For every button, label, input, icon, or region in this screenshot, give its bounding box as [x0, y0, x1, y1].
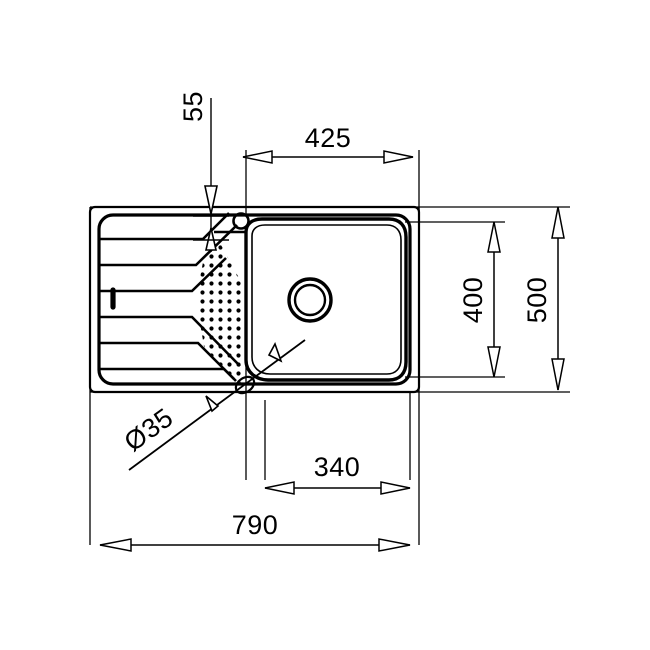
sink-outer-rim [88, 205, 421, 394]
dimension-790 [99, 538, 411, 552]
drain-hole-marker [234, 375, 256, 395]
dimension-label-790: 790 [232, 510, 279, 540]
dimension-label-55: 55 [178, 91, 208, 122]
drain-outlet-ring-inner [293, 283, 327, 317]
sink-bowl [244, 217, 408, 382]
dimension-400 [487, 221, 501, 378]
dimension-diameter-35 [128, 339, 306, 471]
dimension-55 [193, 98, 229, 252]
dimension-label-400: 400 [458, 277, 488, 324]
dimension-340 [264, 481, 411, 495]
dimension-500 [551, 206, 565, 391]
dimension-label-340: 340 [314, 452, 361, 482]
dimension-label-diameter-35: Ø35 [119, 402, 179, 457]
tap-hole [232, 212, 250, 230]
dimension-label-425: 425 [305, 123, 352, 153]
dimension-425 [242, 150, 414, 164]
drain-outlet-ring-outer [287, 277, 333, 323]
sink-inner-rim [97, 213, 412, 386]
dimension-label-500: 500 [522, 277, 552, 324]
